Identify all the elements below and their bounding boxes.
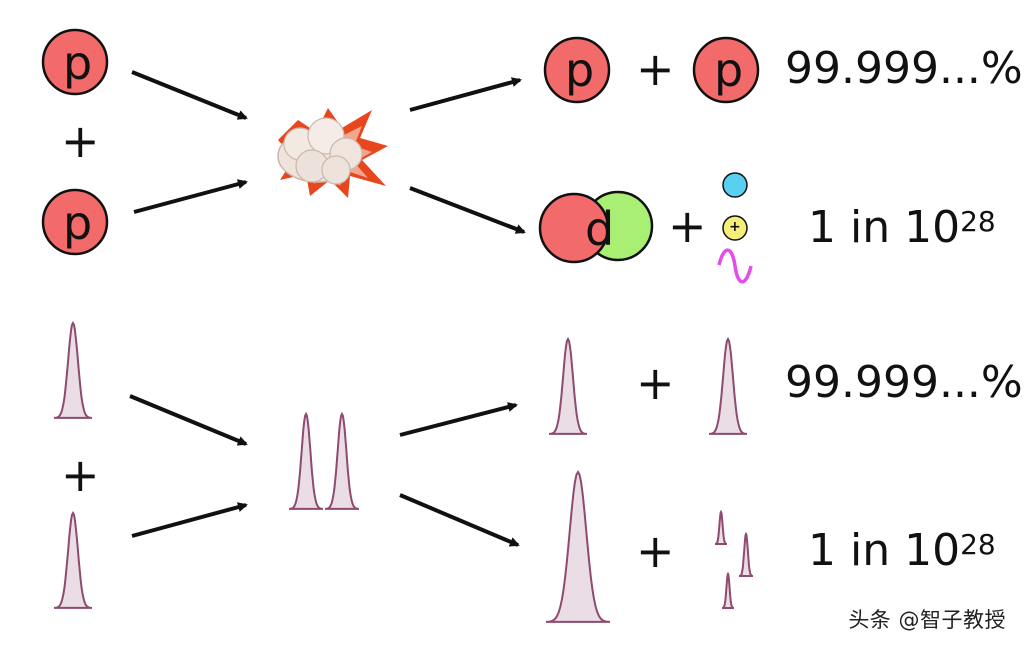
probability-rare-bottom: 1 in 1028: [808, 525, 996, 576]
proton-label-left-top: p: [63, 36, 93, 90]
sine-wave-icon: [717, 248, 753, 284]
positron-icon: [722, 215, 748, 241]
plus-sign-waves-top: +: [636, 356, 675, 410]
plus-sign-left-bottom: +: [61, 448, 100, 502]
wave-peak-left-bottom: [54, 510, 92, 609]
deuteron: [538, 190, 654, 264]
wave-peak-small-1: [714, 509, 728, 545]
plus-sign-products-bottom: +: [668, 199, 707, 253]
probability-common-bottom: 99.999...%: [785, 357, 1023, 408]
positron-label: +: [729, 219, 741, 235]
probability-common-top: 99.999...%: [785, 43, 1023, 94]
arrow-in-bottom-wave: [131, 502, 248, 538]
arrow-out-bottom: [409, 186, 526, 234]
watermark: 头条 @智子教授: [848, 608, 1006, 632]
explosion-icon: [277, 108, 388, 198]
plus-sign-products-top: +: [636, 42, 675, 96]
wave-peak-product-1: [549, 336, 587, 435]
proton-product-2: [692, 36, 760, 104]
wave-peak-small-3: [721, 571, 735, 609]
proton-product-1: [543, 36, 611, 104]
wave-peak-merged-2: [325, 411, 359, 510]
proton-left-top: [41, 28, 109, 96]
wave-peak-small-2: [739, 531, 753, 577]
arrow-in-bottom: [133, 179, 248, 214]
proton-label-product-2: p: [714, 43, 744, 97]
wave-peak-product-2: [709, 336, 747, 435]
deuteron-label: d: [585, 202, 615, 256]
arrow-out-top: [409, 77, 522, 112]
probability-rare-top: 1 in 1028: [808, 202, 996, 253]
wave-peak-merged-1: [289, 411, 323, 510]
blue-particle-icon: [722, 172, 748, 198]
wave-packets: [54, 320, 753, 623]
proton-label-left-bottom: p: [63, 196, 93, 250]
arrow-out-top-wave: [399, 402, 518, 437]
arrow-in-top-wave: [129, 394, 248, 446]
proton-left-bottom: [41, 188, 109, 256]
plus-sign-left-top: +: [61, 114, 100, 168]
arrow-in-top: [131, 70, 248, 120]
proton-label-product-1: p: [565, 43, 595, 97]
wave-peak-deuteron: [545, 469, 611, 623]
plus-sign-waves-bottom: +: [636, 524, 675, 578]
wave-peak-left-top: [54, 320, 92, 419]
arrow-out-bottom-wave: [399, 493, 520, 547]
